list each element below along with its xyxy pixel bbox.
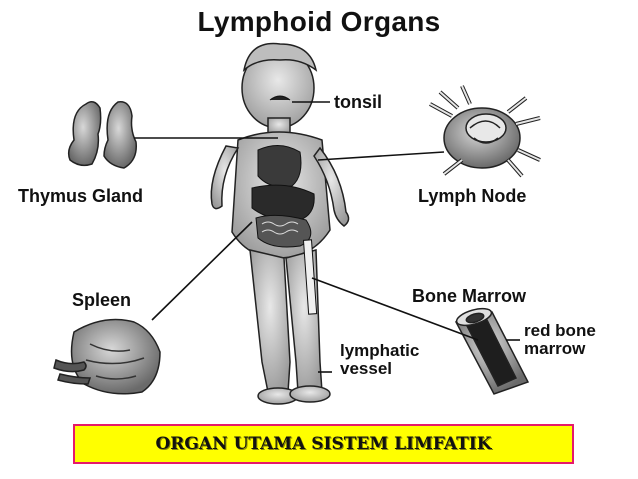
label-tonsil: tonsil [334, 92, 382, 112]
thymus-gland-illustration [67, 101, 137, 169]
label-thymus-gland: Thymus Gland [18, 186, 144, 206]
label-red-bone-marrow-line1: red bone [524, 321, 596, 340]
bone-marrow-illustration [454, 307, 530, 395]
label-red-bone-marrow: red bone marrow [524, 322, 596, 358]
label-lymphatic-line2: vessel [340, 359, 392, 378]
label-spleen: Spleen [72, 290, 132, 310]
spleen-illustration [53, 318, 161, 395]
leader-lines [134, 101, 520, 373]
page-title: Lymphoid Organs [197, 6, 441, 37]
label-red-bone-marrow-line2: marrow [524, 339, 586, 358]
caption-banner: ORGAN UTAMA SISTEM LIMFATIK [73, 424, 574, 464]
label-lymph-node: Lymph Node [418, 186, 527, 206]
caption-banner-text: ORGAN UTAMA SISTEM LIMFATIK [155, 434, 492, 454]
internal-organs [251, 95, 318, 315]
label-lymphatic-line1: lymphatic [340, 341, 420, 360]
label-lymphatic-vessel: lymphatic vessel [340, 342, 419, 378]
label-bone-marrow: Bone Marrow [412, 286, 527, 306]
lymph-node-illustration [429, 85, 541, 178]
